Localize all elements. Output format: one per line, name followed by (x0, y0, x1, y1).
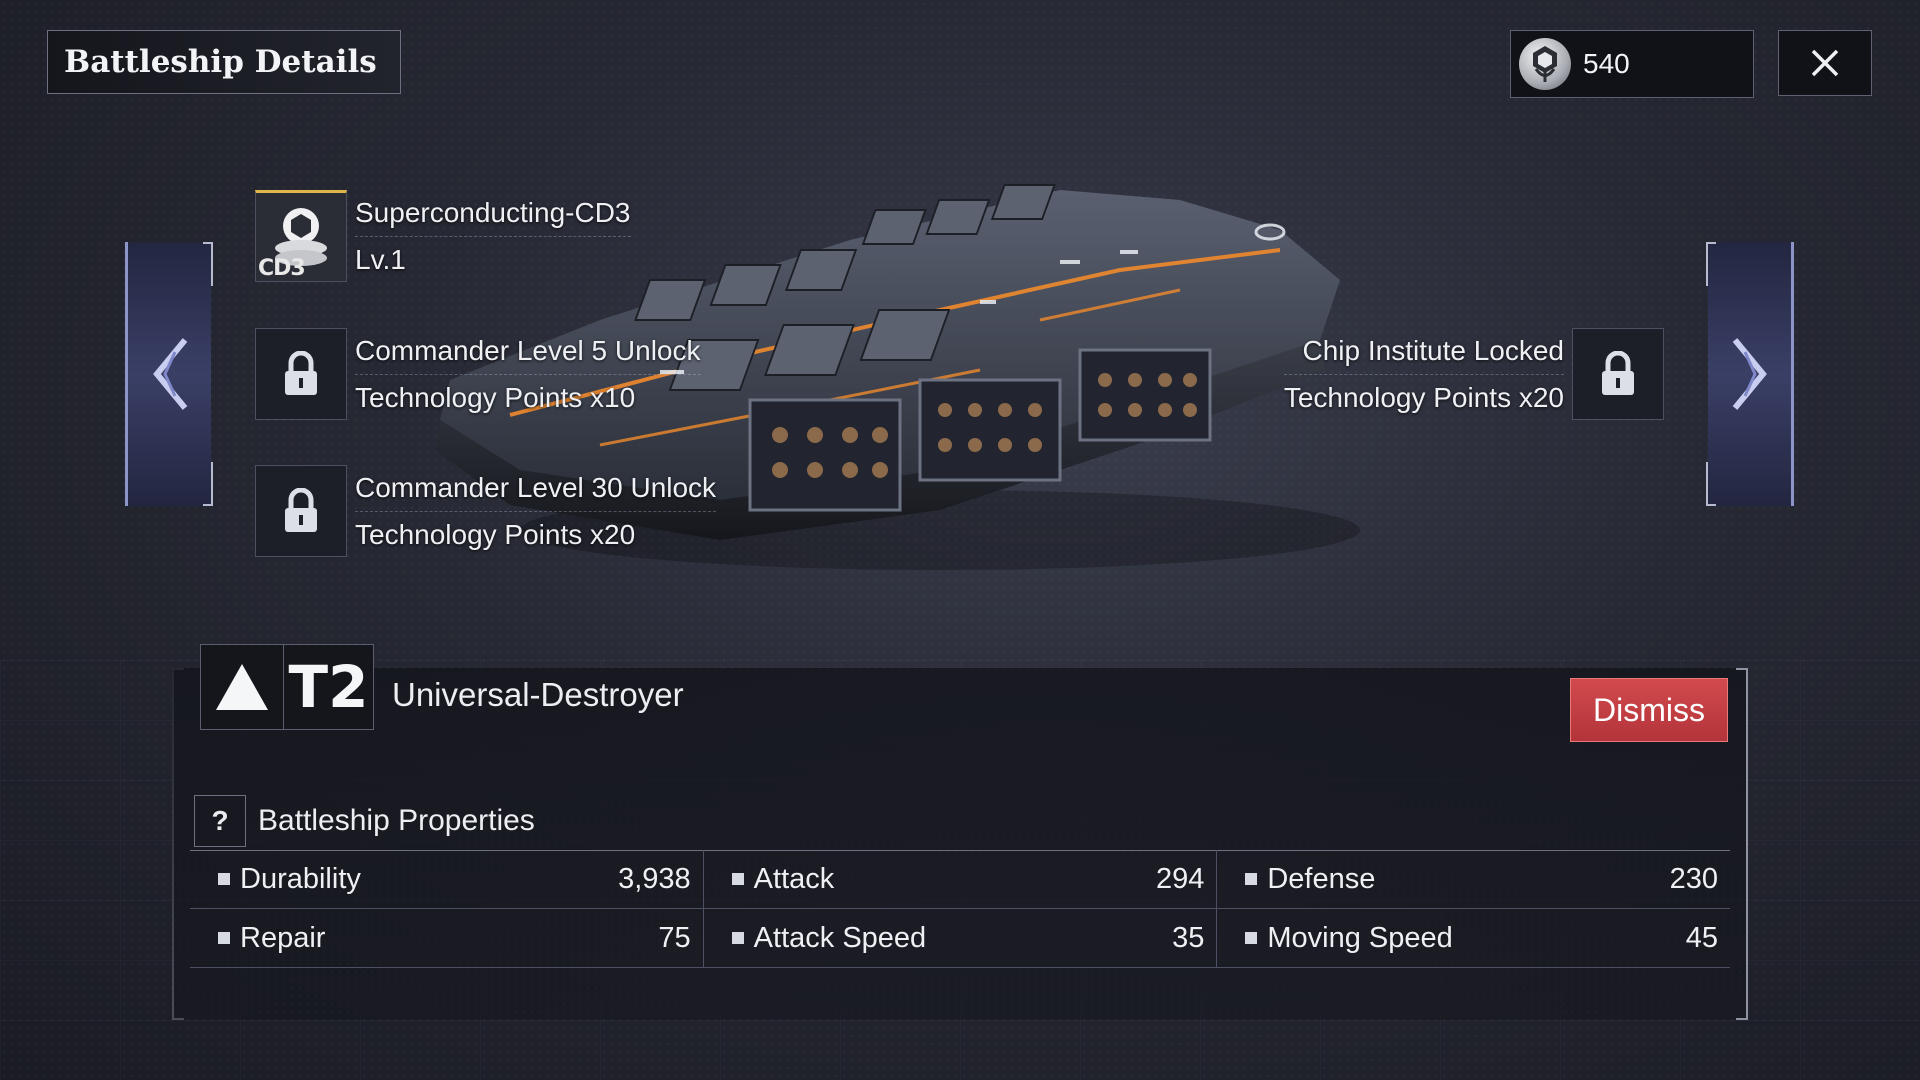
close-button[interactable] (1778, 30, 1872, 96)
previous-ship-button[interactable] (125, 242, 213, 506)
lock-icon-box (255, 328, 347, 420)
page-title-box: Battleship Details (47, 30, 401, 94)
bullet-icon (218, 873, 230, 885)
close-icon (1811, 49, 1839, 77)
properties-header: ? Battleship Properties (190, 792, 1730, 851)
bullet-icon (731, 932, 744, 944)
stat-name: Repair (240, 921, 326, 954)
stat-value: 35 (1172, 921, 1205, 954)
lock-icon (285, 488, 317, 532)
properties-title: Battleship Properties (258, 804, 535, 837)
unlock-reward: Technology Points x20 (1283, 382, 1564, 413)
tech-points-value: 540 (1583, 48, 1630, 79)
lock-icon-box (1572, 328, 1664, 420)
unlock-reward: Technology Points x20 (355, 519, 636, 550)
next-ship-button[interactable] (1706, 242, 1794, 506)
bullet-icon (218, 932, 230, 944)
stat-value: 3,938 (618, 862, 691, 895)
stat-attack: Attack 294 (704, 850, 1218, 908)
chevron-left-icon (152, 338, 187, 410)
bullet-icon (731, 873, 744, 885)
stat-name: Moving Speed (1267, 921, 1453, 954)
chevron-right-icon (1732, 338, 1767, 410)
properties-table: Durability 3,938 Attack 294 Defense 230 … (190, 850, 1730, 968)
chip-icon (275, 208, 327, 266)
chip-name: Superconducting-CD3 (355, 190, 631, 237)
lock-icon-box (255, 465, 347, 557)
ship-name: Universal-Destroyer (392, 676, 684, 713)
unlock-condition: Chip Institute Locked (1283, 328, 1564, 375)
stat-durability: Durability 3,938 (190, 850, 704, 908)
stat-name: Attack Speed (753, 921, 927, 954)
stat-value: 45 (1685, 921, 1719, 954)
chip-slot-superconducting[interactable]: CD3 Superconducting-CD3 Lv.1 (255, 190, 631, 283)
triangle-icon (216, 664, 268, 710)
tier-label: T2 (288, 653, 369, 721)
info-panel-background (172, 668, 1748, 1020)
stat-value: 230 (1669, 862, 1719, 895)
tech-points-counter[interactable]: 540 (1510, 30, 1754, 98)
bullet-icon (1245, 932, 1258, 944)
stat-name: Defense (1267, 862, 1376, 895)
chip-icon-box: CD3 (255, 190, 347, 282)
locked-slot-commander-level-5[interactable]: Commander Level 5 Unlock Technology Poin… (255, 328, 701, 421)
stat-name: Attack (753, 862, 835, 895)
unlock-reward: Technology Points x10 (355, 382, 636, 413)
stat-value: 75 (658, 921, 691, 954)
stat-attack-speed: Attack Speed 35 (704, 909, 1218, 967)
stat-moving-speed: Moving Speed 45 (1217, 909, 1730, 967)
ship-info-panel: T2 Universal-Destroyer Dismiss ? Battles… (172, 644, 1748, 1020)
page-title: Battleship Details (64, 44, 377, 80)
lock-icon (285, 351, 317, 395)
stat-repair: Repair 75 (190, 909, 704, 967)
dismiss-button[interactable]: Dismiss (1570, 678, 1728, 742)
bullet-icon (1245, 873, 1258, 885)
stat-row: Durability 3,938 Attack 294 Defense 230 (190, 850, 1730, 909)
locked-slot-commander-level-30[interactable]: Commander Level 30 Unlock Technology Poi… (255, 465, 717, 558)
unlock-condition: Commander Level 30 Unlock (355, 465, 717, 512)
ship-class-icon-cell (201, 645, 284, 729)
tier-badge: T2 (200, 644, 374, 730)
stat-defense: Defense 230 (1217, 850, 1730, 908)
stat-row: Repair 75 Attack Speed 35 Moving Speed 4… (190, 909, 1730, 968)
unlock-condition: Commander Level 5 Unlock (355, 328, 701, 375)
tech-coin-icon (1519, 38, 1571, 90)
battleship-model-image (435, 184, 1360, 570)
lock-icon (1602, 351, 1634, 395)
stat-name: Durability (240, 862, 361, 895)
help-icon[interactable]: ? (194, 795, 246, 847)
chip-label: CD3 (258, 256, 306, 281)
locked-slot-chip-institute[interactable]: Chip Institute Locked Technology Points … (1283, 328, 1664, 421)
stat-value: 294 (1155, 862, 1205, 895)
chip-level: Lv.1 (355, 244, 406, 275)
